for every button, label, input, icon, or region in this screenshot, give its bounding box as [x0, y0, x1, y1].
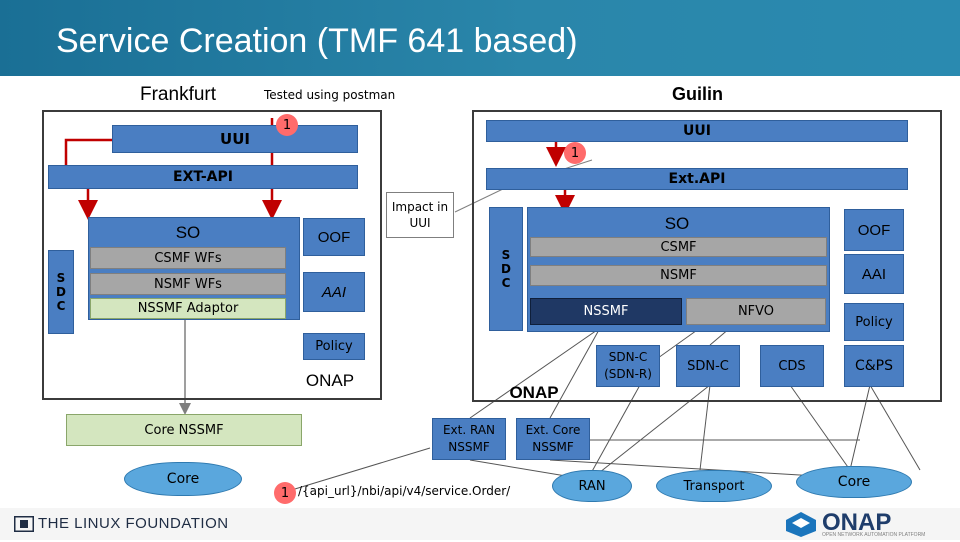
guilin-nssmf: NSSMF — [530, 298, 682, 325]
frankfurt-nssmf-adaptor: NSSMF Adaptor — [90, 298, 286, 319]
ext-core-nssmf-box: Ext. Core NSSMF — [516, 418, 590, 460]
frankfurt-title: Frankfurt — [140, 84, 217, 105]
guilin-sdc-letter: C — [501, 276, 511, 290]
ran-cloud: RAN — [552, 470, 632, 502]
frankfurt-onap-label: ONAP — [305, 371, 355, 390]
guilin-policy-box: Policy — [844, 303, 904, 341]
frankfurt-so-label: SO — [175, 223, 201, 242]
frankfurt-policy-box: Policy — [303, 333, 365, 360]
frankfurt-core-cloud: Core — [124, 462, 242, 496]
onap-logo-icon — [784, 511, 818, 537]
service-order-url: /{api_url}/nbi/api/v4/service.Order/ — [298, 484, 511, 498]
frankfurt-uui-box: UUI — [112, 125, 358, 153]
frankfurt-ext-api-box: EXT-API — [48, 165, 358, 189]
guilin-nsmf: NSMF — [530, 265, 827, 286]
title-bar — [0, 0, 960, 76]
ext-ran-nssmf-box: Ext. RAN NSSMF — [432, 418, 506, 460]
linux-foundation-wordmark: THE LINUX FOUNDATION — [38, 515, 229, 532]
guilin-sdnc-sdnr-box: SDN-C (SDN-R) — [596, 345, 660, 387]
guilin-aai-box: AAI — [844, 254, 904, 294]
frankfurt-core-nssmf-box: Core NSSMF — [66, 414, 302, 446]
frankfurt-aai-box: AAI — [303, 272, 365, 312]
guilin-csmf: CSMF — [530, 237, 827, 257]
frankfurt-csmf-wfs: CSMF WFs — [90, 247, 286, 269]
frankfurt-sdc-box: S D C — [48, 250, 74, 334]
guilin-sdc-box: S D C — [489, 207, 523, 331]
transport-cloud: Transport — [656, 470, 772, 502]
frankfurt-sdc-letter: S — [56, 271, 66, 285]
guilin-frame — [472, 110, 942, 402]
guilin-cps-box: C&PS — [844, 345, 904, 387]
guilin-onap-label: ONAP — [509, 383, 559, 402]
guilin-uui-box: UUI — [486, 120, 908, 142]
frankfurt-frame — [42, 110, 382, 400]
guilin-sdc-letter: D — [501, 262, 511, 276]
frankfurt-sdc-letter: D — [56, 285, 66, 299]
guilin-so-label: SO — [664, 214, 690, 233]
guilin-oof-box: OOF — [844, 209, 904, 251]
guilin-nfvo: NFVO — [686, 298, 826, 325]
guilin-title: Guilin — [672, 84, 723, 104]
network-lines — [284, 327, 921, 493]
guilin-ext-api-box: Ext.API — [486, 168, 908, 190]
step-badge: 1 — [564, 142, 586, 164]
guilin-sdc-letter: S — [501, 248, 511, 262]
tested-using-postman-label: Tested using postman — [264, 88, 396, 102]
frankfurt-oof-box: OOF — [303, 218, 365, 256]
slide-title: Service Creation (TMF 641 based) — [56, 22, 578, 60]
step-badge: 1 — [276, 114, 298, 136]
onap-wordmark: ONAP — [822, 509, 892, 536]
guilin-cds-box: CDS — [760, 345, 824, 387]
core-cloud: Core — [796, 466, 912, 498]
guilin-sdnc-box: SDN-C — [676, 345, 740, 387]
impact-in-uui-callout: Impact in UUI — [386, 192, 454, 238]
step-badge: 1 — [274, 482, 296, 504]
frankfurt-sdc-letter: C — [56, 299, 66, 313]
linux-foundation-logo-icon — [12, 514, 36, 534]
frankfurt-nsmf-wfs: NSMF WFs — [90, 273, 286, 295]
onap-tagline: OPEN NETWORK AUTOMATION PLATFORM — [822, 532, 926, 538]
